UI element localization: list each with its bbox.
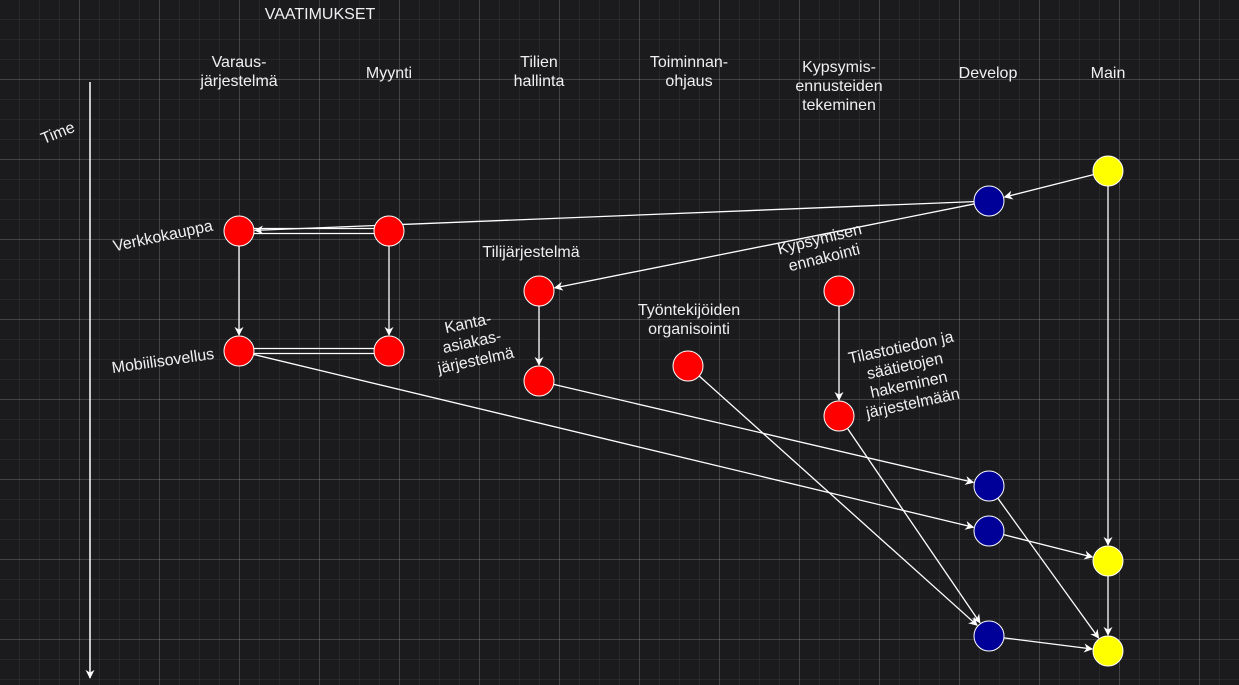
feature-node-tili xyxy=(523,275,555,307)
column-header-toiminnan: Toiminnan- ohjaus xyxy=(649,54,729,90)
column-header-varaus: Varaus- järjestelmä xyxy=(200,54,278,90)
edge-develop-to-tilijarjestelma xyxy=(553,203,975,291)
main-node-main1 xyxy=(1092,155,1124,187)
feature-node-myy2 xyxy=(373,335,405,367)
edge-develop-to-main-1 xyxy=(1003,534,1094,560)
feature-node-myy1 xyxy=(373,215,405,247)
feature-node-mob xyxy=(223,335,255,367)
edge-tilastotiedon-to-develop xyxy=(846,428,981,624)
edge-main-to-develop xyxy=(1003,174,1094,200)
develop-node-dev3 xyxy=(973,515,1005,547)
column-header-myynti: Myynti xyxy=(365,65,413,82)
feature-node-tyo xyxy=(672,350,704,382)
main-node-main3 xyxy=(1092,635,1124,667)
edge-tyontekijoiden-to-develop xyxy=(698,375,978,626)
develop-node-dev2 xyxy=(973,470,1005,502)
main-node-main2 xyxy=(1092,545,1124,577)
edge-develop-to-main-2 xyxy=(997,497,1100,639)
feature-node-verk xyxy=(223,215,255,247)
column-header-develop: Develop xyxy=(958,65,1018,82)
diagram-title: VAATIMUKSET xyxy=(264,6,376,23)
label-tyontekijoiden-organisointi: Työntekijöiden organisointi xyxy=(637,302,741,338)
column-header-kypsymis: Kypsymis- ennusteiden tekeminen xyxy=(795,59,883,114)
edge-mobiilisovellus-to-develop xyxy=(253,353,975,530)
feature-node-kyp xyxy=(823,275,855,307)
develop-node-dev4 xyxy=(973,620,1005,652)
develop-node-dev1 xyxy=(973,185,1005,217)
edge-develop-to-main-3 xyxy=(1003,637,1094,653)
feature-node-tila xyxy=(823,400,855,432)
column-header-tilien: Tilien hallinta xyxy=(513,54,565,90)
feature-node-kanta xyxy=(523,365,555,397)
column-header-main: Main xyxy=(1090,65,1126,82)
label-tilijarjestelma: Tilijärjestelmä xyxy=(482,244,580,261)
